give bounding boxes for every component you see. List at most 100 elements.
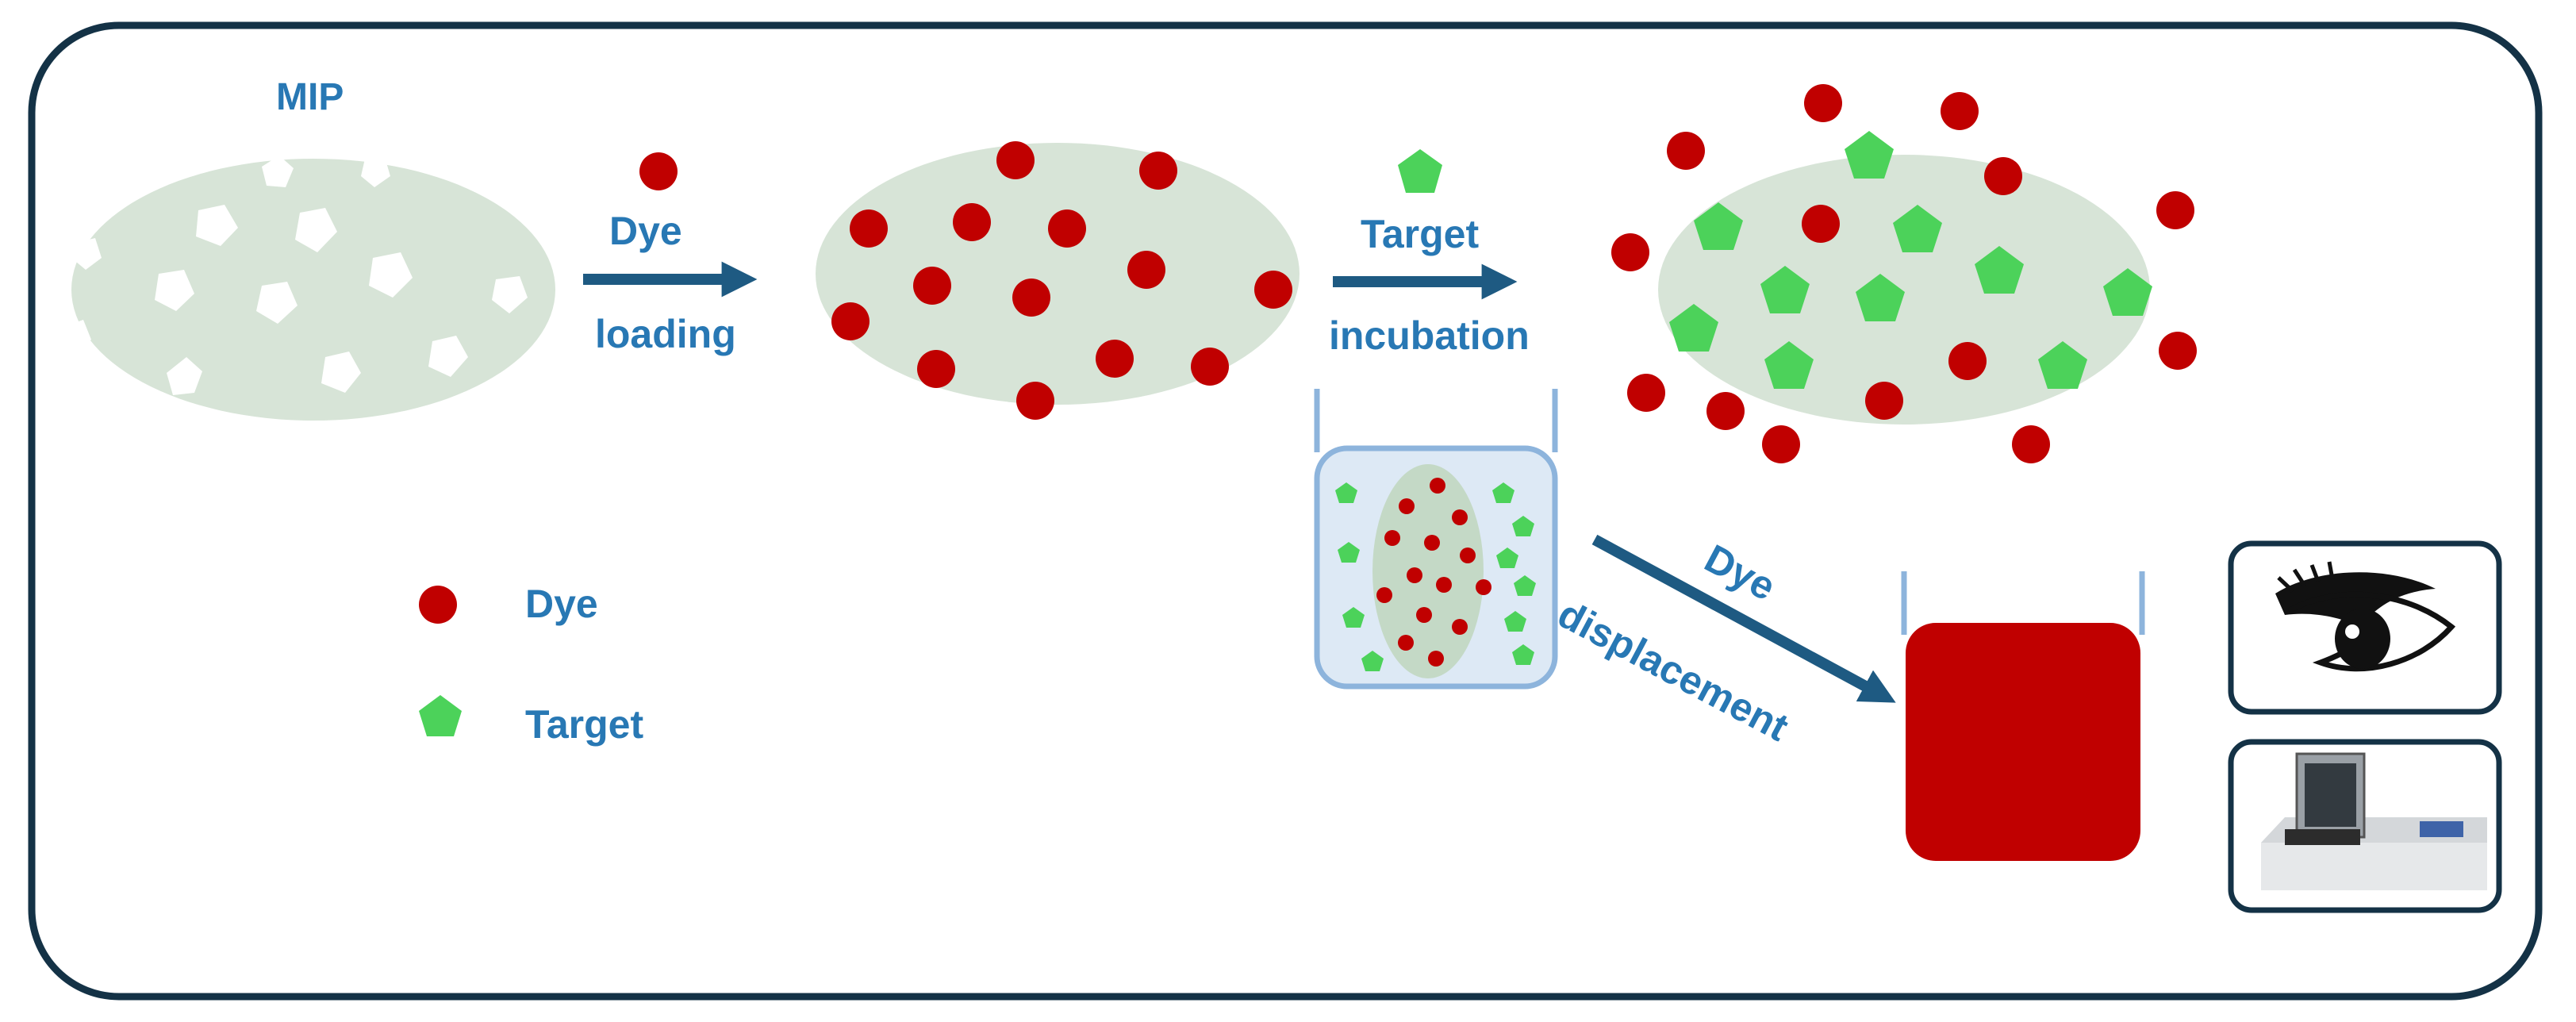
dye-loading-label-bottom: loading — [595, 312, 736, 356]
target-incubation-label-bottom: incubation — [1329, 313, 1530, 358]
legend-target-swatch — [419, 695, 462, 736]
vial-mip-particle — [1372, 464, 1484, 678]
dye-dot — [913, 267, 951, 305]
colored-cuvette — [1901, 571, 2145, 861]
dye-dot — [917, 350, 955, 388]
dye-dot — [1016, 382, 1054, 420]
dye-dot-small — [1436, 577, 1452, 593]
dye-dot — [850, 209, 888, 248]
dye-dot — [1048, 209, 1086, 248]
dye-loading-dot — [639, 152, 678, 190]
target-pentagon — [1893, 205, 1942, 252]
target-pentagon-small — [1514, 575, 1536, 596]
target-pentagon — [1975, 246, 2024, 294]
dye-dot — [1706, 392, 1745, 430]
dye-dot — [2159, 332, 2197, 370]
dye-dot-small — [1476, 579, 1491, 595]
dye-dot — [1667, 132, 1705, 170]
remaining-and-released-dye — [1611, 84, 2197, 463]
dye-dot-small — [1398, 635, 1414, 651]
target-pentagon-small — [1512, 644, 1534, 665]
target-pentagon — [2103, 268, 2152, 316]
bound-target-pentagons — [1669, 131, 2152, 389]
dye-dot — [1139, 152, 1177, 190]
eye-icon — [2275, 561, 2456, 672]
mip-loaded-polymer — [816, 143, 1300, 405]
spectro-sample-slot — [2285, 829, 2360, 845]
spectrophotometer-box — [2228, 739, 2502, 913]
eye-iris — [2335, 609, 2390, 669]
eye-detection-box — [2228, 540, 2502, 715]
dye-dot — [2156, 191, 2194, 229]
dye-dot — [1127, 251, 1165, 289]
dye-dot-small — [1399, 498, 1415, 514]
incubation-vial — [1314, 389, 1558, 690]
spectro-display — [2420, 821, 2463, 837]
cavity — [63, 320, 91, 353]
dye-loading-label-top: Dye — [609, 209, 682, 253]
cavity — [107, 176, 139, 208]
dye-dot-small — [1460, 548, 1476, 563]
dye-dot — [1254, 271, 1292, 309]
dye-dot-small — [1452, 509, 1468, 525]
spectro-lid-window — [2305, 763, 2356, 827]
cavity — [369, 252, 413, 298]
legend-target-label: Target — [525, 702, 643, 747]
vial-dye-dots — [1376, 478, 1491, 667]
dye-dot — [1762, 425, 1800, 463]
target-pentagon-small — [1504, 611, 1526, 632]
cavity — [155, 270, 194, 311]
dye-dot — [1627, 374, 1665, 412]
cavity — [321, 352, 361, 393]
eye-highlight — [2345, 624, 2359, 639]
cavity — [256, 282, 298, 324]
dye-dot-small — [1384, 530, 1400, 546]
dye-dot-small — [1376, 587, 1392, 603]
dye-displacement-arrow — [1591, 534, 1896, 703]
dye-dot — [831, 302, 870, 340]
dye-dot — [1191, 348, 1229, 386]
dye-dot-small — [1428, 651, 1444, 667]
dye-dot-small — [1430, 478, 1445, 494]
target-pentagon — [1764, 341, 1814, 389]
mip-target-bound-particle — [1611, 84, 2197, 463]
dye-dot — [1984, 157, 2022, 195]
dye-dot-small — [1424, 535, 1440, 551]
dye-dot — [1802, 205, 1840, 243]
legend-dye-swatch — [419, 586, 457, 624]
target-pentagon — [1856, 274, 1905, 321]
mip-cavities — [63, 156, 528, 395]
target-pentagon — [1669, 304, 1718, 352]
target-incubation-pentagon — [1398, 149, 1442, 193]
target-pentagon-small — [1335, 482, 1357, 503]
legend-dye-label: Dye — [525, 582, 598, 626]
mip-loaded-particle — [816, 141, 1300, 420]
target-pentagon — [1760, 266, 1810, 313]
cavity — [428, 336, 468, 377]
dye-dot — [996, 141, 1035, 179]
dye-dot — [1865, 382, 1903, 420]
cavity — [167, 357, 202, 395]
target-pentagon-small — [1496, 548, 1518, 568]
loaded-dye-dots — [831, 141, 1292, 420]
cavity — [361, 157, 390, 187]
dye-dot — [1948, 342, 1987, 380]
dye-dot-small — [1452, 619, 1468, 635]
vial-target-pentagons — [1335, 482, 1536, 671]
dye-dot — [953, 203, 991, 241]
legend: Dye Target — [419, 582, 643, 747]
dye-dot-small — [1407, 567, 1422, 583]
spectro-body — [2261, 843, 2487, 890]
cavity — [295, 208, 337, 252]
target-pentagon-small — [1361, 651, 1384, 671]
mip-empty-particle — [63, 156, 555, 421]
target-pentagon — [2038, 341, 2087, 389]
dye-dot — [1611, 233, 1649, 271]
target-pentagon-small — [1338, 542, 1360, 563]
cavity — [262, 156, 294, 187]
dye-dot-small — [1416, 607, 1432, 623]
cuvette-dye-solution — [1906, 623, 2140, 861]
mip-polymer-body — [71, 159, 555, 421]
cavity — [71, 238, 102, 270]
